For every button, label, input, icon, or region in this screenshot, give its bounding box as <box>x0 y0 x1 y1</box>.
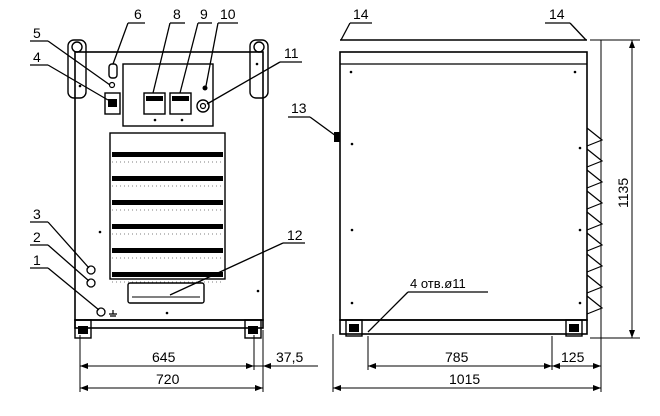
grille-slats <box>112 152 223 283</box>
front-foot-left-inner <box>78 326 88 334</box>
side-base <box>339 319 588 335</box>
louvre <box>586 127 604 147</box>
grille-slat <box>112 248 223 253</box>
component-3 <box>86 265 96 275</box>
side-foot-right <box>565 319 583 337</box>
switch-11 <box>196 99 210 113</box>
lifting-eye-left-hole <box>71 41 83 53</box>
callout-13: 13 <box>291 100 307 116</box>
front-view <box>67 39 269 339</box>
dim-1135: 1135 <box>615 178 631 208</box>
dimension-lines <box>79 39 640 392</box>
meter-9-face <box>172 96 189 101</box>
louvre <box>586 169 604 189</box>
holes-note: 4 отв.ø11 <box>410 276 466 291</box>
callout-10: 10 <box>220 6 236 22</box>
louvre <box>586 148 604 168</box>
nameplate-12 <box>127 282 205 304</box>
lifting-eye-left <box>67 39 87 99</box>
ground-symbol <box>109 310 117 317</box>
dim-37-5: 37,5 <box>276 349 303 365</box>
dimension-arrows <box>80 40 635 391</box>
louvre <box>586 232 604 252</box>
front-rivets <box>78 62 260 315</box>
grille-slat <box>112 176 223 181</box>
side-component-13 <box>334 132 340 142</box>
louvre <box>586 211 604 231</box>
grille-slat <box>112 272 223 277</box>
louvre <box>586 274 604 294</box>
side-rivets <box>349 70 582 305</box>
component-1 <box>96 307 106 317</box>
louvre <box>586 295 604 315</box>
side-view <box>334 39 604 337</box>
callout-3: 3 <box>33 206 41 222</box>
callout-4: 4 <box>33 49 41 65</box>
louvre <box>586 190 604 210</box>
component-6 <box>108 63 118 79</box>
side-louvres <box>586 127 604 315</box>
vent-grille <box>109 132 226 280</box>
callout-5: 5 <box>33 25 41 41</box>
callout-leaders <box>30 22 587 333</box>
dim-125: 125 <box>561 349 585 365</box>
component-4 <box>104 92 121 115</box>
dim-720: 720 <box>156 371 180 387</box>
callout-2: 2 <box>33 229 41 245</box>
front-foot-left <box>74 319 92 339</box>
callout-14-left: 14 <box>353 6 369 22</box>
front-base <box>74 319 264 329</box>
grille-slat <box>112 200 223 205</box>
front-foot-right <box>244 319 262 339</box>
callout-11: 11 <box>284 45 299 61</box>
instrument-panel <box>122 63 214 127</box>
component-5 <box>108 81 116 89</box>
front-foot-right-inner <box>248 326 258 334</box>
grille-slat <box>112 224 223 229</box>
meter-8 <box>143 92 166 115</box>
dim-645: 645 <box>152 349 176 365</box>
dim-785: 785 <box>445 349 469 365</box>
callout-numbers: 6 5 4 8 9 10 11 3 2 1 12 13 14 14 4 отв.… <box>33 6 565 291</box>
lifting-eye-right-hole <box>253 41 265 53</box>
dimension-values: 645 37,5 720 785 125 1015 1135 <box>152 178 631 387</box>
dim-1015: 1015 <box>449 371 480 387</box>
side-foot-left <box>345 319 363 337</box>
callout-9: 9 <box>200 6 208 22</box>
grille-slat <box>112 152 223 157</box>
louvre <box>586 253 604 273</box>
callout-1: 1 <box>33 252 41 268</box>
callout-12: 12 <box>287 227 303 243</box>
side-foot-right-inner <box>569 324 579 332</box>
indicator-10 <box>202 85 208 91</box>
component-2 <box>86 278 96 288</box>
callout-6: 6 <box>134 6 142 22</box>
callout-8: 8 <box>173 6 181 22</box>
lifting-eye-right <box>249 39 269 99</box>
meter-8-face <box>146 96 163 101</box>
component-4-inner <box>108 99 117 107</box>
callout-14-right: 14 <box>549 6 565 22</box>
side-foot-left-inner <box>349 324 359 332</box>
switch-11-inner <box>199 102 207 110</box>
